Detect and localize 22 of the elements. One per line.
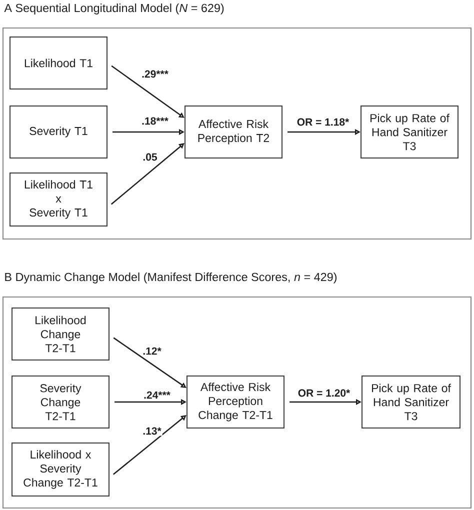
edge-label: .05 [142, 152, 158, 162]
variable-box: Likelihood T1 x Severity T1 [10, 172, 108, 226]
edge-label: .18*** [140, 116, 170, 126]
variable-box: Severity T1 [10, 106, 108, 158]
edge-label: OR = 1.20* [296, 388, 352, 398]
edge-label: OR = 1.18* [296, 117, 350, 127]
edge-label: .29*** [140, 69, 170, 79]
variable-box: Likelihood Change T2-T1 [12, 308, 110, 360]
panel-heading: A Sequential Longitudinal Model (N = 629) [4, 4, 224, 14]
panel-heading: B Dynamic Change Model (Manifest Difference Scores, n = 429) [5, 272, 337, 284]
variable-box: Likelihood x Severity Change T2-T1 [12, 442, 110, 496]
arrow [112, 415, 186, 475]
variable-box: Affective Risk Perception Change T2-T1 [186, 376, 284, 428]
variable-box: Pick up Rate of Hand Sanitizer T3 [360, 106, 458, 158]
variable-box: Likelihood T1 [10, 36, 108, 90]
edge-label: .12* [142, 346, 162, 356]
arrow [110, 143, 184, 205]
edge-label: .13* [142, 426, 162, 436]
edge-label: .24*** [142, 390, 172, 400]
variable-box: Severity Change T2-T1 [12, 376, 110, 428]
variable-box: Affective Risk Perception T2 [184, 106, 282, 158]
variable-box: Pick up Rate of Hand Sanitizer T3 [362, 376, 460, 428]
